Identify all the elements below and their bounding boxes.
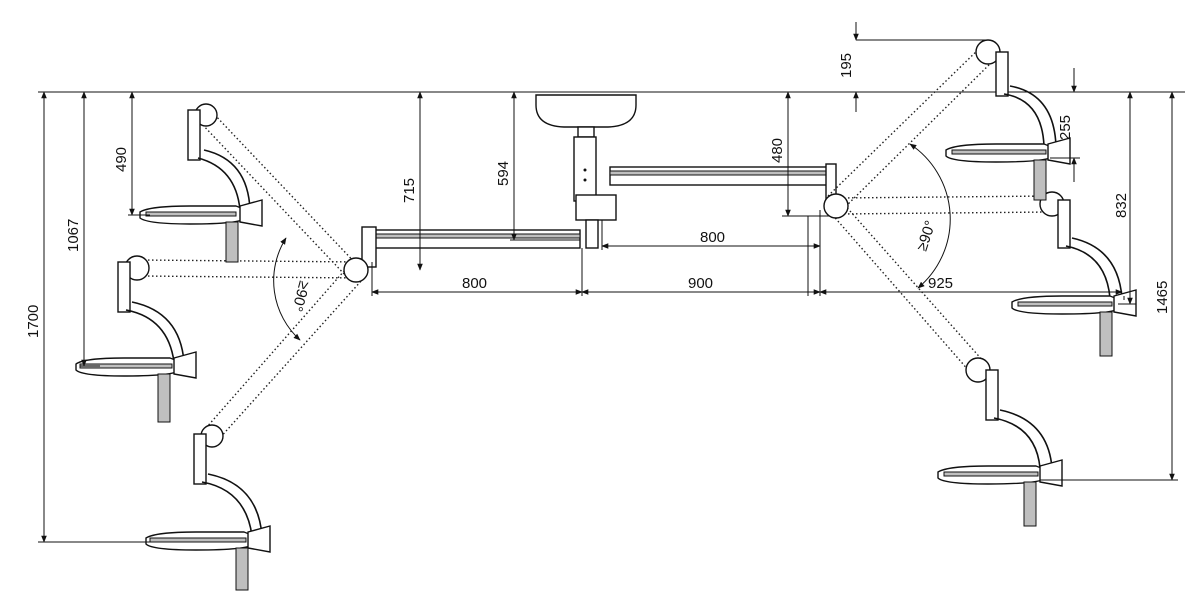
lamp-head-left-upper	[139, 109, 263, 263]
lamp-head-right-lower	[937, 369, 1063, 527]
dim-800-left: 800	[462, 275, 487, 292]
dim-1465: 1465	[1154, 281, 1171, 314]
left-spring-arm-upper	[194, 103, 361, 279]
angle-label-left: ≥90°	[288, 279, 312, 313]
left-spring-arm-horizontal	[124, 255, 361, 281]
dim-832: 832	[1113, 193, 1130, 218]
lamp-head-right-middle	[1011, 199, 1137, 357]
dim-490: 490	[113, 147, 130, 172]
dim-195: 195	[838, 53, 855, 78]
lamp-head-left-middle	[75, 261, 197, 423]
dim-1067: 1067	[65, 219, 82, 252]
angle-arc-left	[273, 237, 301, 341]
central-arm-left	[361, 226, 581, 268]
left-spring-arm-lower	[200, 261, 363, 448]
dim-900: 900	[688, 275, 713, 292]
dim-480: 480	[769, 138, 786, 163]
dim-594: 594	[495, 161, 512, 186]
lamp-head-right-upper	[945, 51, 1071, 201]
central-arm-right	[609, 163, 837, 205]
right-pivot-joint	[823, 193, 849, 219]
dim-715: 715	[401, 178, 418, 203]
lamp-head-left-lower	[145, 433, 271, 591]
ceiling-mount	[535, 94, 637, 249]
left-pivot-joint	[343, 257, 369, 283]
dim-255: 255	[1057, 115, 1074, 140]
angle-label-right: ≥90°	[914, 219, 940, 254]
right-spring-arm-upper	[827, 39, 1001, 213]
dim-925: 925	[928, 275, 953, 292]
dim-800-right: 800	[700, 229, 725, 246]
right-spring-arm-lower	[829, 201, 991, 383]
angle-arc-right	[909, 143, 951, 289]
dim-1700: 1700	[25, 305, 42, 338]
